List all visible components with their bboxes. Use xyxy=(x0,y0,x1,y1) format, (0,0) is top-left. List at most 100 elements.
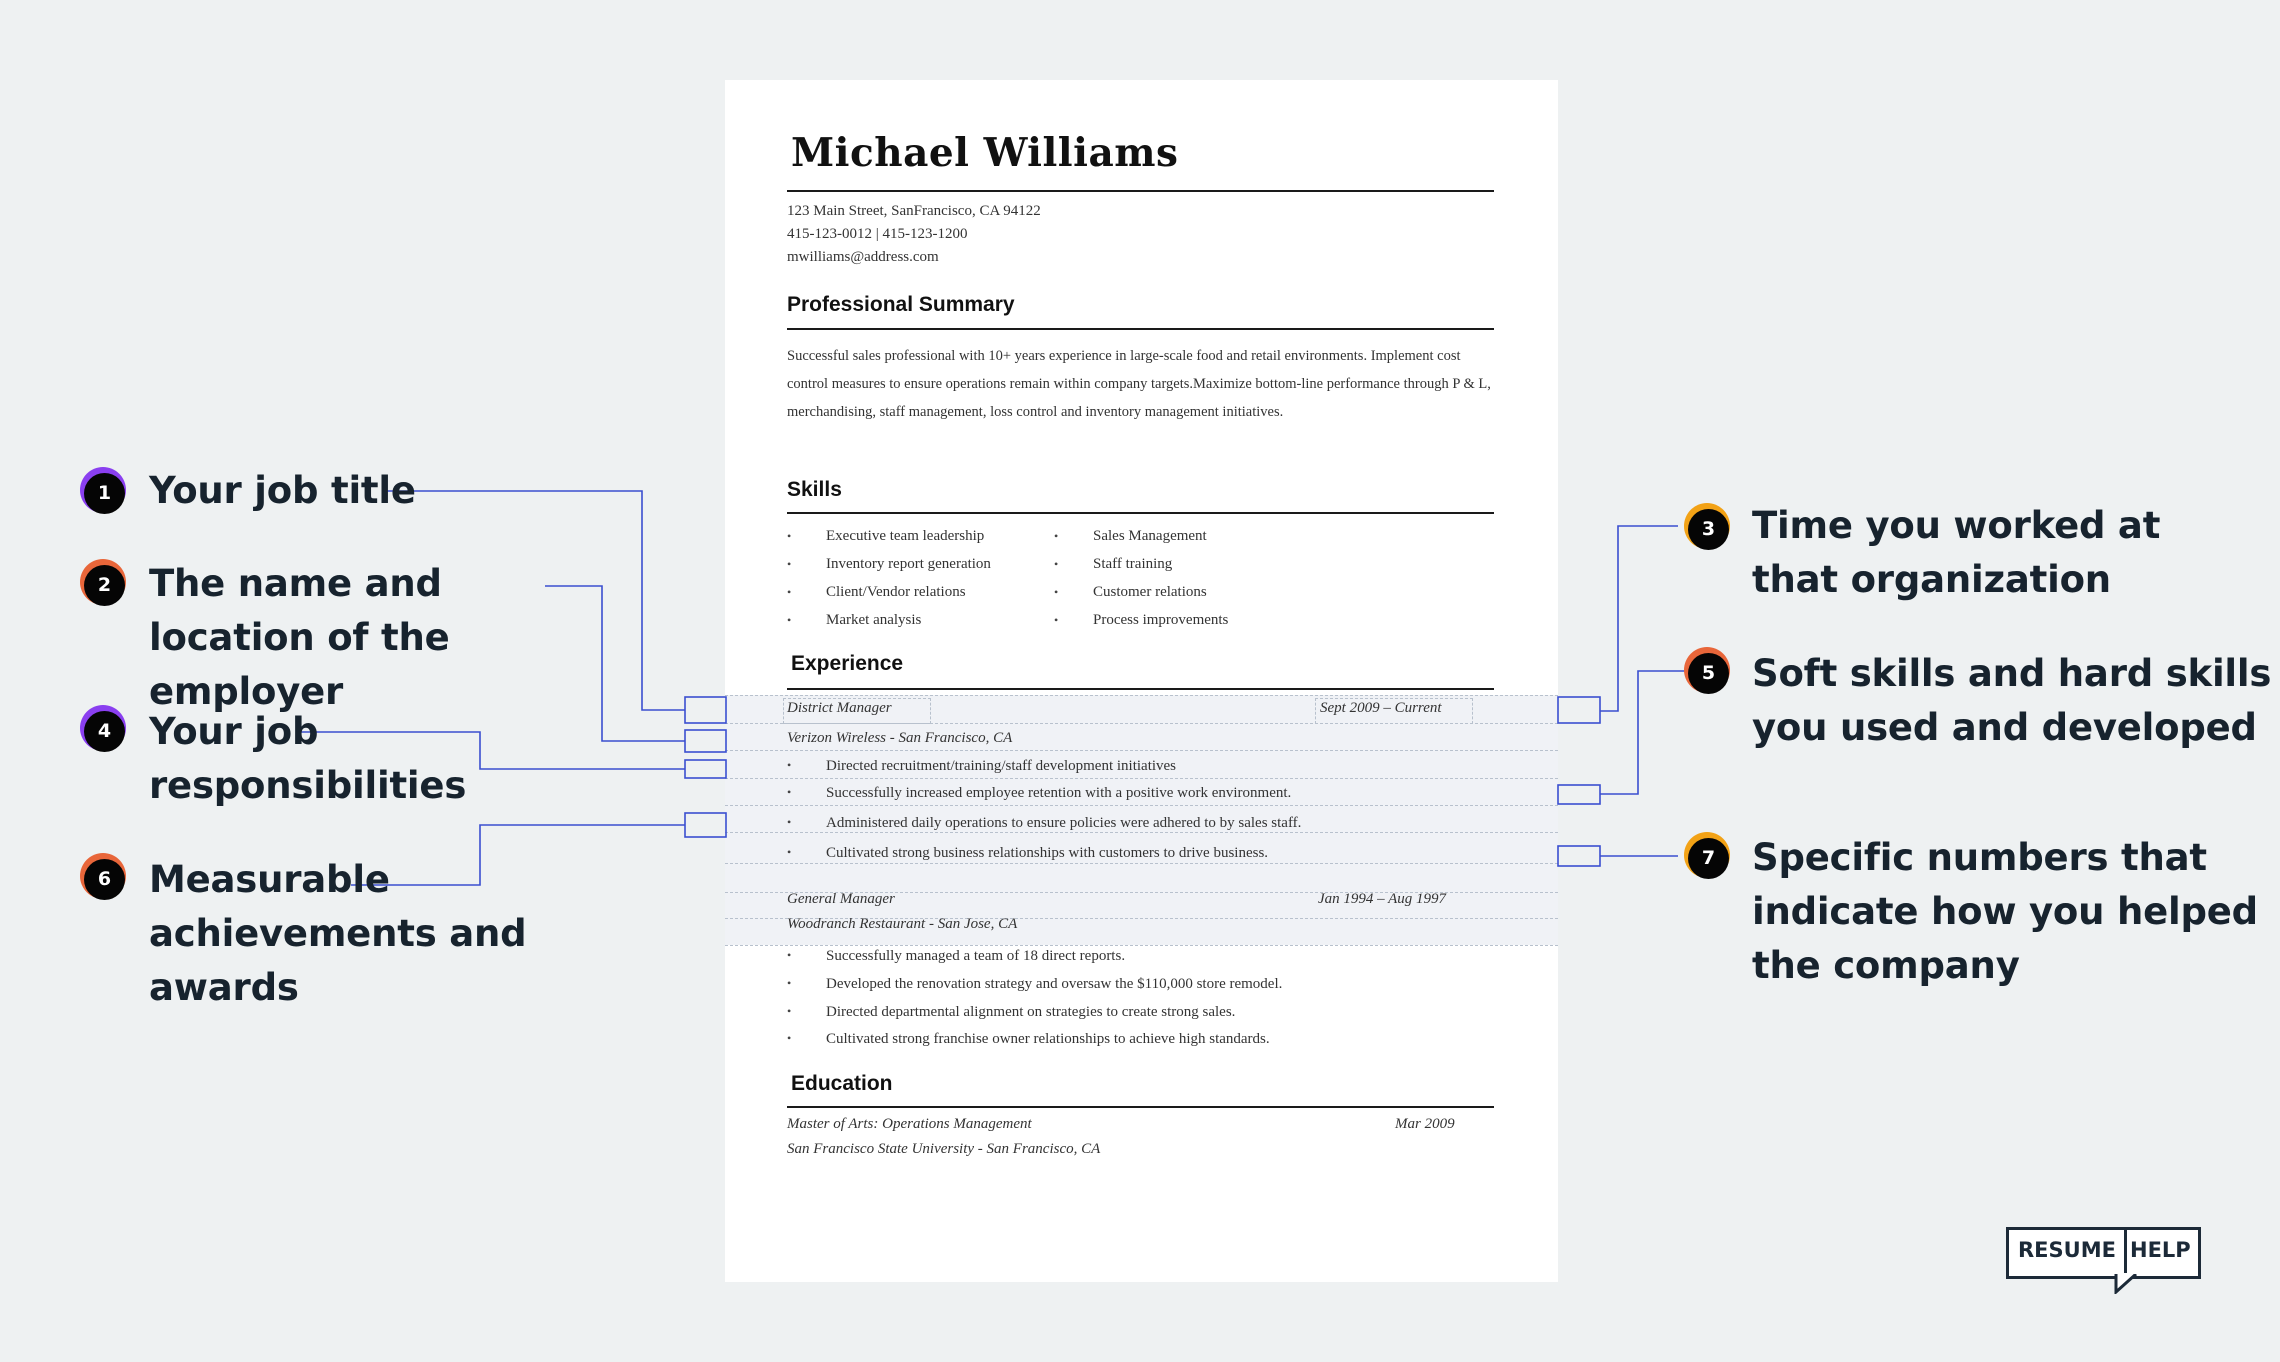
callout-4-marker: 4 xyxy=(80,705,126,752)
job-employer: Woodranch Restaurant - San Jose, CA xyxy=(787,916,1018,932)
connector-5 xyxy=(1600,670,1688,795)
marker-number: 1 xyxy=(84,473,125,514)
callout-6-marker: 6 xyxy=(80,853,126,900)
highlight-band xyxy=(725,695,1558,945)
marker-number: 7 xyxy=(1688,838,1729,879)
dash-line xyxy=(725,863,1558,864)
skill-item: •Customer relations xyxy=(1054,578,1228,606)
logo-text-help: HELP xyxy=(2130,1238,2191,1262)
job-bullet: •Cultivated strong business relationship… xyxy=(787,845,1269,861)
bracket-4 xyxy=(684,759,727,779)
skill-item: •Sales Management xyxy=(1054,522,1228,550)
contact-phones: 415-123-0012 | 415-123-1200 xyxy=(787,226,968,242)
job-bullet: •Developed the renovation strategy and o… xyxy=(787,976,1283,992)
bracket-5 xyxy=(1557,784,1601,805)
dash-line xyxy=(725,892,1558,893)
education-date: Mar 2009 xyxy=(1395,1116,1455,1132)
skills-rule xyxy=(787,512,1494,514)
dash-line xyxy=(725,832,1558,833)
bullet-icon: • xyxy=(1054,613,1059,627)
callout-1-label: Your job title xyxy=(149,469,416,512)
logo-divider xyxy=(2124,1227,2127,1273)
callout-3-label: Time you worked at that organization xyxy=(1752,504,2161,601)
bullet-icon: • xyxy=(787,529,792,543)
bracket-7 xyxy=(1557,845,1601,867)
dash-line xyxy=(725,778,1558,779)
bullet-icon: • xyxy=(787,845,792,859)
bullet-icon: • xyxy=(1054,557,1059,571)
callout-7-marker: 7 xyxy=(1684,832,1730,879)
callout-5-marker: 5 xyxy=(1684,647,1730,694)
bullet-icon: • xyxy=(787,585,792,599)
bracket-2 xyxy=(684,729,727,753)
connector-3 xyxy=(1600,525,1678,712)
title-outline xyxy=(783,698,931,724)
bullet-icon: • xyxy=(787,785,792,799)
education-rule xyxy=(787,1106,1494,1108)
bullet-icon: • xyxy=(787,1031,792,1045)
contact-address: 123 Main Street, SanFrancisco, CA 94122 xyxy=(787,203,1041,219)
job-dates: Jan 1994 – Aug 1997 xyxy=(1318,891,1447,907)
callout-7-label: Specific numbers that indicate how you h… xyxy=(1752,836,2258,987)
skill-item: •Process improvements xyxy=(1054,606,1228,634)
bracket-6 xyxy=(684,812,727,838)
resume-page: Michael Williams 123 Main Street, SanFra… xyxy=(725,80,1558,1282)
bullet-icon: • xyxy=(1054,585,1059,599)
bullet-icon: • xyxy=(787,815,792,829)
callout-2-label: The name and location of the employer xyxy=(149,562,450,713)
job-bullet: •Successfully increased employee retenti… xyxy=(787,785,1292,801)
job-employer: Verizon Wireless - San Francisco, CA xyxy=(787,730,1013,746)
bullet-icon: • xyxy=(787,976,792,990)
dash-line xyxy=(725,945,1558,946)
skills-heading: Skills xyxy=(787,478,842,501)
bullet-icon: • xyxy=(787,557,792,571)
job-bullet: •Directed recruitment/training/staff dev… xyxy=(787,758,1177,774)
dash-line xyxy=(725,750,1558,751)
skill-item: •Inventory report generation xyxy=(787,550,991,578)
callout-1-marker: 1 xyxy=(80,467,126,514)
job-bullet: •Administered daily operations to ensure… xyxy=(787,815,1302,831)
education-heading: Education xyxy=(791,1072,893,1095)
dash-line xyxy=(725,918,1558,919)
dash-line xyxy=(725,805,1558,806)
skill-item: •Market analysis xyxy=(787,606,991,634)
dash-line xyxy=(725,723,1558,724)
skills-column-1: •Executive team leadership •Inventory re… xyxy=(787,522,991,634)
marker-number: 4 xyxy=(84,711,125,752)
marker-number: 5 xyxy=(1688,653,1729,694)
marker-number: 3 xyxy=(1688,509,1729,550)
candidate-name: Michael Williams xyxy=(791,130,1179,176)
callout-2-marker: 2 xyxy=(80,559,126,606)
job-title: General Manager xyxy=(787,891,895,907)
bracket-1 xyxy=(684,696,727,724)
job-bullet: •Directed departmental alignment on stra… xyxy=(787,1004,1236,1020)
bullet-icon: • xyxy=(787,758,792,772)
callout-6-label: Measurable achievements and awards xyxy=(149,858,527,1009)
connector-2 xyxy=(545,585,685,742)
bullet-icon: • xyxy=(787,1004,792,1018)
summary-text: Successful sales professional with 10+ y… xyxy=(787,348,1491,420)
callout-3-marker: 3 xyxy=(1684,503,1730,550)
logo-box xyxy=(2006,1227,2201,1279)
job-dates: Sept 2009 – Current xyxy=(1320,700,1442,716)
marker-number: 2 xyxy=(84,565,125,606)
skill-item: •Staff training xyxy=(1054,550,1228,578)
marker-number: 6 xyxy=(84,859,125,900)
callout-5-label: Soft skills and hard skills you used and… xyxy=(1752,652,2272,749)
bullet-icon: • xyxy=(787,613,792,627)
logo-text-resume: RESUME xyxy=(2018,1238,2116,1262)
bullet-icon: • xyxy=(1054,529,1059,543)
job-bullet: •Successfully managed a team of 18 direc… xyxy=(787,948,1126,964)
job-bullet: •Cultivated strong franchise owner relat… xyxy=(787,1031,1270,1047)
skill-item: •Executive team leadership xyxy=(787,522,991,550)
job-title: District Manager xyxy=(787,700,892,716)
bullet-icon: • xyxy=(787,948,792,962)
contact-email: mwilliams@address.com xyxy=(787,249,939,265)
dash-line xyxy=(725,695,1558,696)
callout-4-label: Your job responsibilities xyxy=(149,710,467,807)
speech-tail-icon xyxy=(2114,1274,2138,1294)
dates-outline xyxy=(1315,698,1473,724)
name-rule xyxy=(787,190,1494,192)
resumehelp-logo: RESUME HELP xyxy=(2006,1227,2201,1294)
education-school: San Francisco State University - San Fra… xyxy=(787,1141,1101,1157)
